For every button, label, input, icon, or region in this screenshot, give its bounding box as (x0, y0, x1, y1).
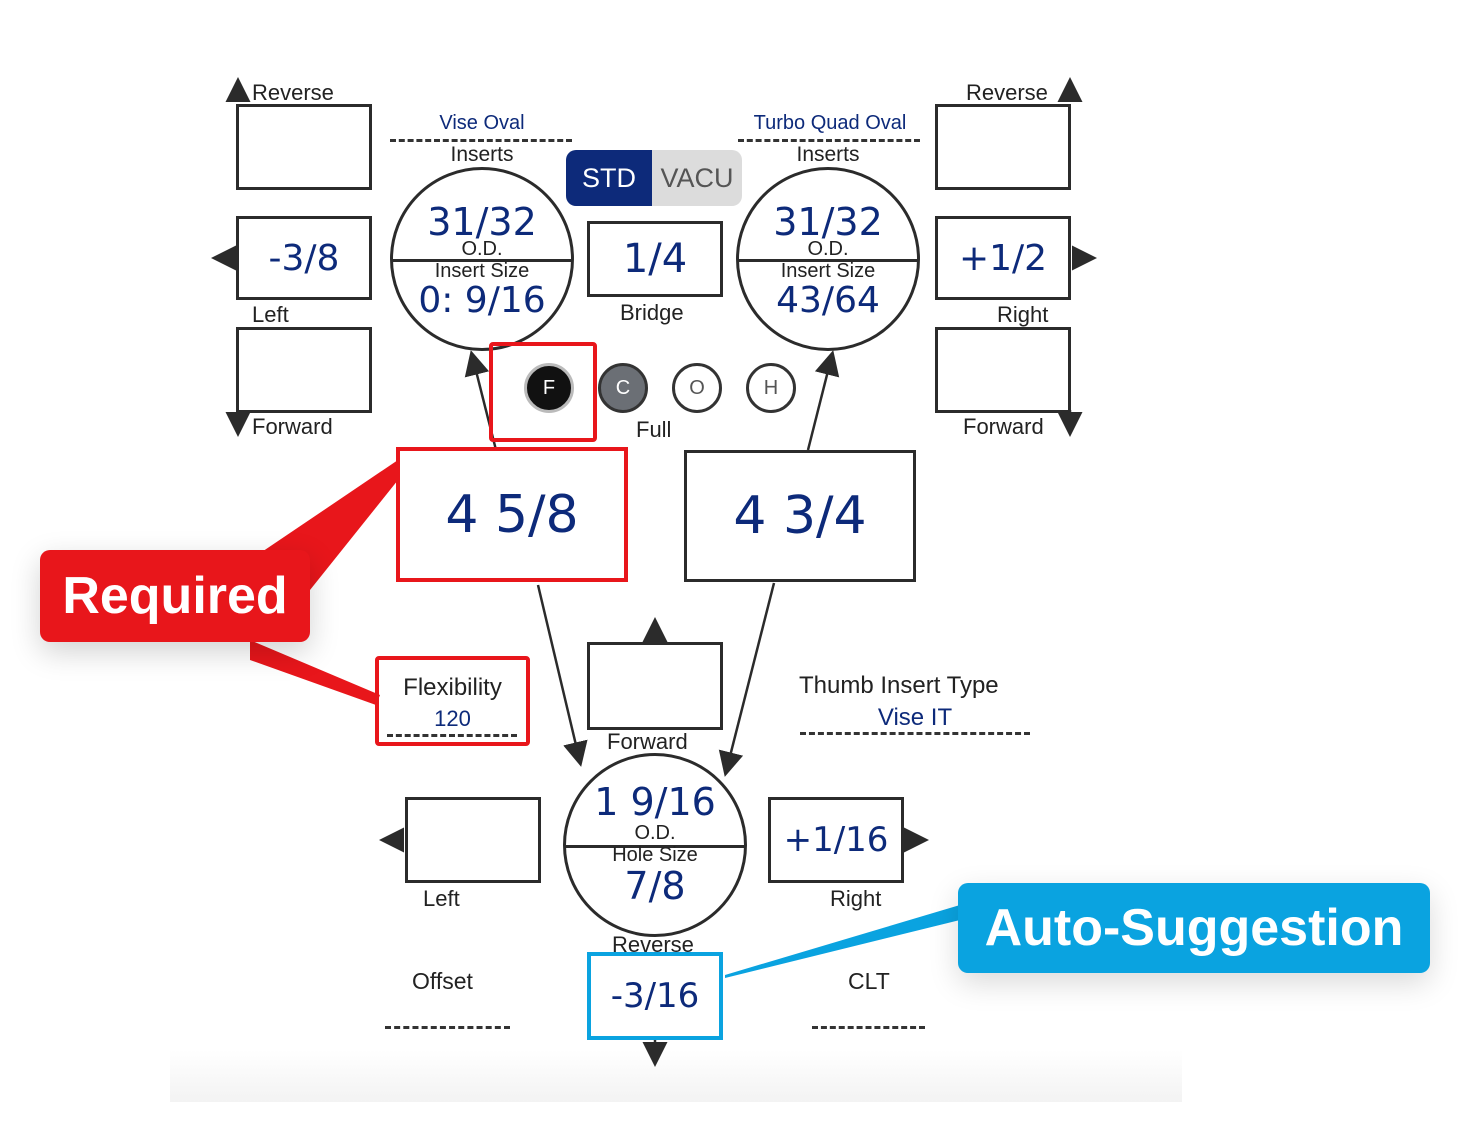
std-toggle-option[interactable]: STD (566, 150, 652, 206)
thumb-insert-type-label: Thumb Insert Type (799, 672, 999, 699)
required-callout: Required (40, 550, 310, 642)
thumb-right-input[interactable]: +1/16 (768, 797, 904, 883)
offset-underline[interactable] (385, 1026, 510, 1029)
required-highlight-grip (489, 342, 597, 442)
grip-option-h[interactable]: H (746, 363, 796, 413)
left-insert-size-label: Insert Size (434, 260, 530, 282)
bridge-label: Bridge (620, 300, 684, 325)
right-insert-type[interactable]: Turbo Quad Oval (753, 112, 907, 134)
span-right-input[interactable]: 4 3/4 (684, 450, 916, 582)
thumb-left-input[interactable] (405, 797, 541, 883)
left-insert-circle[interactable]: 31/32 O.D. Insert Size 0: 9/16 (390, 167, 574, 351)
vacu-toggle-option[interactable]: VACU (652, 150, 742, 206)
thumb-od-value: 1 9/16 (594, 780, 716, 824)
right-label: Right (997, 302, 1049, 327)
grip-option-full[interactable]: F (524, 363, 574, 413)
bottom-fade (170, 1050, 1182, 1102)
right-reverse-input[interactable] (935, 104, 1071, 190)
clt-underline[interactable] (812, 1026, 925, 1029)
clt-label: CLT (848, 968, 890, 994)
bridge-input[interactable]: 1/4 (587, 221, 723, 297)
right-od-value: 31/32 (773, 200, 883, 244)
right-forward-input[interactable] (935, 327, 1071, 413)
flexibility-value: 120 (434, 706, 471, 731)
span-left-input[interactable]: 4 5/8 (396, 447, 628, 582)
left-label: Left (252, 302, 289, 327)
right-inserts-label: Inserts (796, 143, 860, 166)
thumb-hole-size-value: 7/8 (624, 864, 686, 908)
right-insert-size-value: 43/64 (776, 280, 880, 321)
thumb-hole-size-label: Hole Size (612, 844, 698, 866)
flexibility-field[interactable]: Flexibility 120 (375, 656, 530, 746)
left-insert-type[interactable]: Vise Oval (439, 112, 525, 134)
thumb-forward-label: Forward (607, 729, 688, 754)
left-od-value: 31/32 (427, 200, 537, 244)
right-insert-size-label: Insert Size (780, 260, 876, 282)
thumb-insert-type-value[interactable]: Vise IT (877, 704, 953, 731)
left-insert-type-underline (390, 139, 572, 142)
std-vacu-toggle[interactable]: STD VACU (566, 150, 742, 206)
left-reverse-input[interactable] (236, 104, 372, 190)
left-forward-input[interactable] (236, 327, 372, 413)
flexibility-label: Flexibility (403, 674, 502, 701)
left-insert-size-value: 0: 9/16 (418, 280, 546, 321)
grip-option-o[interactable]: O (672, 363, 722, 413)
thumb-reverse-input[interactable]: -3/16 (587, 952, 723, 1040)
right-offset-input[interactable]: +1/2 (935, 216, 1071, 300)
left-reverse-label: Reverse (252, 80, 334, 105)
right-od-label: O.D. (807, 238, 849, 260)
right-reverse-label: Reverse (966, 80, 1048, 105)
left-inserts-label: Inserts (450, 143, 514, 166)
flexibility-underline (387, 734, 517, 737)
left-forward-label: Forward (252, 414, 333, 439)
thumb-circle[interactable]: 1 9/16 O.D. Hole Size 7/8 (563, 753, 747, 937)
right-insert-type-underline (738, 139, 920, 142)
offset-label: Offset (412, 968, 473, 994)
thumb-left-label: Left (423, 886, 460, 911)
grip-option-c[interactable]: C (598, 363, 648, 413)
thumb-forward-input[interactable] (587, 642, 723, 730)
grip-selected-label: Full (636, 417, 672, 442)
right-forward-label: Forward (963, 414, 1044, 439)
auto-suggestion-callout: Auto-Suggestion (958, 883, 1430, 973)
thumb-right-label: Right (830, 886, 882, 911)
thumb-insert-type-underline (800, 732, 1030, 735)
left-od-label: O.D. (461, 238, 503, 260)
thumb-od-label: O.D. (634, 822, 676, 844)
right-insert-circle[interactable]: 31/32 O.D. Insert Size 43/64 (736, 167, 920, 351)
left-offset-input[interactable]: -3/8 (236, 216, 372, 300)
